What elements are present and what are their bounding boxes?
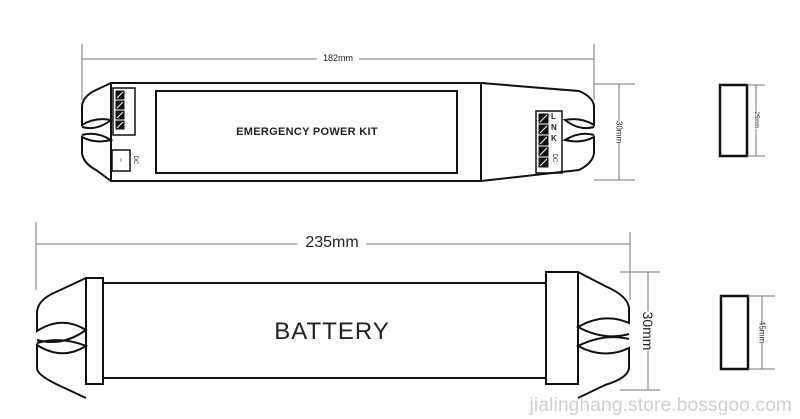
- power-kit-right-endcap: [480, 82, 595, 182]
- terminal-label-k: K: [551, 134, 557, 143]
- left-terminal-block: [112, 87, 136, 136]
- battery-title: BATTERY: [274, 318, 390, 345]
- battery-length-label: 235mm: [297, 234, 367, 252]
- right-terminals: [538, 113, 549, 168]
- terminal-label-dc: DC: [551, 153, 557, 163]
- dc-switch-box: [111, 149, 131, 172]
- left-terminals: [115, 90, 125, 130]
- power-kit-label-panel: [155, 90, 458, 174]
- switch-label: DC: [132, 155, 138, 165]
- battery-side-height-label: 45mm: [757, 320, 767, 344]
- battery-side-view: [719, 294, 775, 371]
- power-kit-body: [110, 82, 482, 182]
- power-kit-side-height-label: 25mm: [753, 111, 759, 129]
- battery-height-label: 30mm: [640, 311, 656, 351]
- watermark: jialinghang.store.bossgoo.com: [529, 395, 792, 416]
- right-terminal-block: [535, 110, 563, 174]
- battery-left-endcap: [36, 277, 89, 399]
- battery-right-collar: [545, 271, 579, 385]
- battery-left-collar: [85, 277, 104, 385]
- power-kit-height-label: 30mm: [614, 120, 624, 144]
- battery-right-endcap: [575, 271, 630, 399]
- power-kit-length-label: 182mm: [316, 53, 360, 63]
- power-kit-left-endcap: [81, 82, 114, 182]
- power-kit-title: EMERGENCY POWER KIT: [236, 126, 378, 138]
- terminal-label-l: L: [551, 112, 556, 121]
- terminal-label-n: N: [551, 123, 557, 132]
- power-kit-drawing: [81, 44, 635, 182]
